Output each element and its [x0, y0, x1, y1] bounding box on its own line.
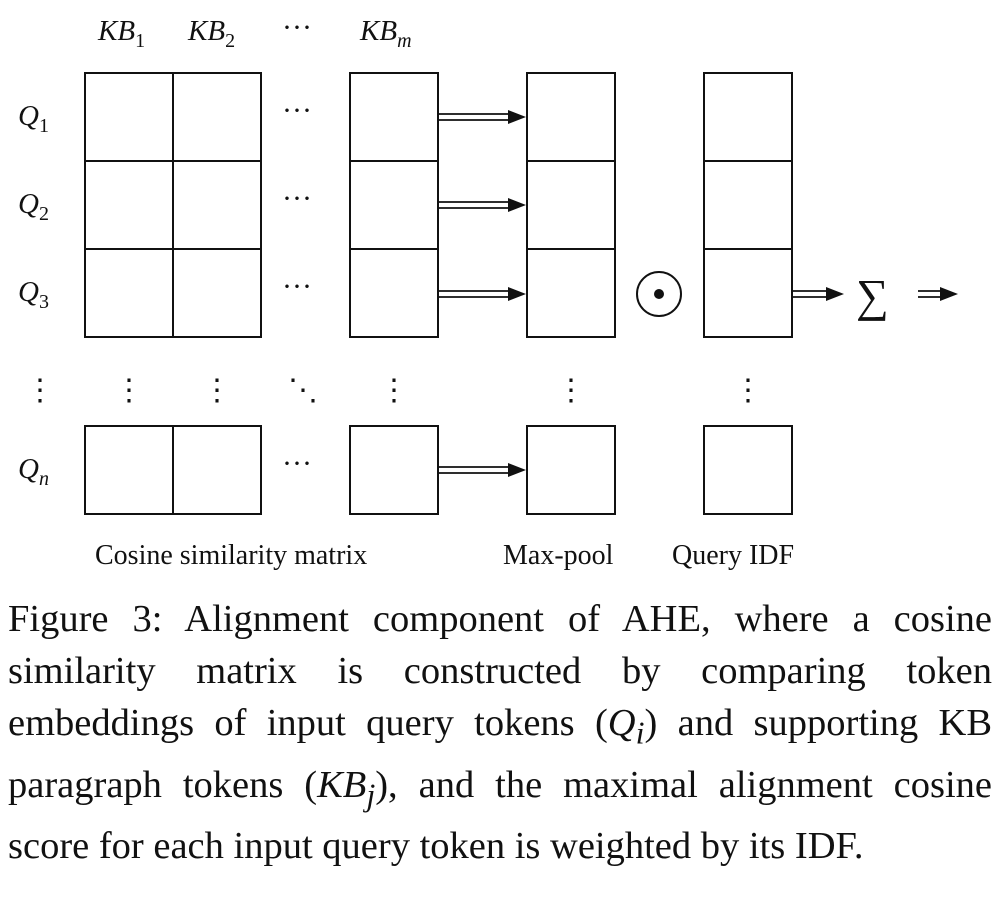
matrix-cell: [172, 72, 262, 162]
col-header-ellipsis: ···: [282, 11, 312, 44]
vertical-ellipsis: ⋮: [379, 374, 409, 407]
maxpool-cell: [526, 72, 616, 162]
row-ellipsis: ···: [282, 94, 312, 127]
alignment-diagram: KB1 KB2 ··· KBm Q1 Q2 Q3 Qn ··· ··· ··· …: [18, 11, 958, 571]
matrix-cell: [172, 425, 262, 515]
col-header-kb2: KB2: [187, 15, 235, 52]
col-header-kbm: KBm: [359, 15, 412, 52]
matrix-cell: [84, 160, 174, 250]
row-ellipsis: ···: [282, 447, 312, 480]
row-label-q1: Q1: [18, 100, 49, 137]
cosine-matrix-last-column: [349, 72, 439, 515]
figure-caption: Figure 3: Alignment component of AHE, wh…: [8, 593, 992, 872]
row-label-q3: Q3: [18, 276, 49, 313]
matrix-cell: [172, 248, 262, 338]
label-maxpool: Max-pool: [503, 540, 614, 571]
diagonal-ellipsis: ⋱: [288, 374, 318, 407]
query-idf-column: [703, 72, 793, 515]
hadamard-operator-icon: [636, 271, 682, 317]
caption-kb-subscript: j: [366, 776, 376, 813]
row-label-q2: Q2: [18, 188, 49, 225]
matrix-cell: [84, 72, 174, 162]
vertical-ellipsis: ⋮: [114, 374, 144, 407]
vertical-ellipsis: ⋮: [556, 374, 586, 407]
idf-cell: [703, 425, 793, 515]
matrix-cell: [349, 72, 439, 162]
caption-text-3: ), and the maximal alignment cosine scor…: [8, 763, 992, 868]
row-ellipsis: ···: [282, 270, 312, 303]
matrix-cell: [172, 160, 262, 250]
label-cosine-matrix: Cosine similarity matrix: [95, 540, 367, 571]
matrix-cell: [349, 160, 439, 250]
sum-operator-icon: ∑: [856, 270, 889, 321]
double-arrow: [438, 463, 526, 477]
maxpool-arrows: [438, 110, 526, 477]
maxpool-cell: [526, 425, 616, 515]
sum-input-arrow: [792, 287, 844, 301]
label-query-idf: Query IDF: [672, 540, 794, 571]
matrix-cell: [84, 248, 174, 338]
idf-cell: [703, 72, 793, 162]
maxpool-cell: [526, 160, 616, 250]
idf-cell: [703, 160, 793, 250]
caption-figure-label: Figure 3:: [8, 598, 163, 640]
double-arrow: [438, 110, 526, 124]
idf-cell: [703, 248, 793, 338]
vertical-ellipsis: ⋮: [25, 374, 55, 407]
maxpool-cell: [526, 248, 616, 338]
matrix-cell: [84, 425, 174, 515]
matrix-cell: [349, 248, 439, 338]
vertical-ellipsis: ⋮: [202, 374, 232, 407]
row-label-qn: Qn: [18, 453, 49, 490]
caption-text-2: ) and sup­porting KB paragraph tokens (: [8, 702, 993, 806]
double-arrow: [438, 287, 526, 301]
cosine-matrix-left: [84, 72, 262, 515]
caption-q-symbol: Q: [607, 702, 636, 744]
matrix-cell: [349, 425, 439, 515]
caption-text-1: Alignment component of AHE, where a co­s…: [8, 598, 992, 744]
caption-q-subscript: i: [635, 714, 645, 751]
col-header-kb1: KB1: [97, 15, 145, 52]
caption-kb-symbol: KB: [317, 763, 367, 806]
row-ellipsis: ···: [282, 182, 312, 215]
vertical-ellipsis: ⋮: [733, 374, 763, 407]
double-arrow: [438, 198, 526, 212]
maxpool-column: [526, 72, 616, 515]
sum-output-arrow: [918, 287, 958, 301]
